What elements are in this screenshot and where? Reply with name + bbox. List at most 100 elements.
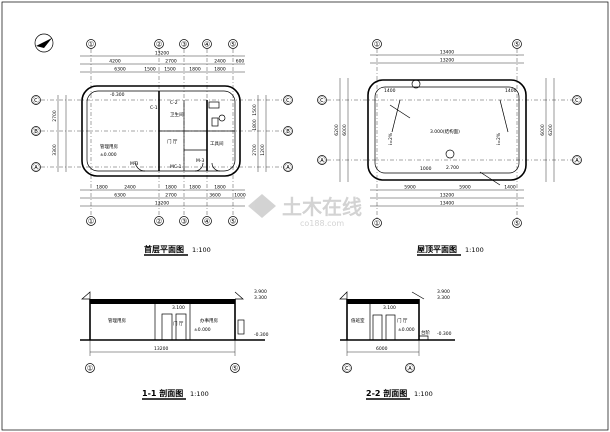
door-m3: M-3 [130, 161, 139, 167]
roof-dim-bottom-inner: 13200 [440, 193, 454, 199]
door-m3b: M-3 [196, 158, 205, 164]
scale-section-2: 1:100 [414, 390, 433, 398]
dim-top-seg-3: 600 [236, 59, 245, 65]
axis-4-bottom: ④ [204, 218, 210, 226]
roof-dim-left-v2: 6000 [342, 124, 348, 136]
sec1-elev-2: 3.300 [254, 295, 267, 301]
roof-mark-c: 1400 [505, 88, 517, 94]
roof-mark-a: 1400 [384, 88, 396, 94]
dim-bottom-seg-4: 1800 [214, 185, 226, 191]
roof-slope-right: i=2% [496, 132, 502, 145]
axis-5-bottom: ⑤ [230, 218, 236, 226]
win-mc1: MC-1 [170, 164, 182, 170]
dim-bottom-seg2-3: 1000 [234, 193, 246, 199]
sec1-axis-5: ⑤ [232, 365, 238, 373]
axis-2-bottom: ② [156, 218, 162, 226]
roof-axis-1-top: ① [374, 41, 380, 49]
title-roof-plan: 屋顶平面图 [417, 244, 457, 254]
sec1-room-left: 管理用房 [108, 317, 126, 324]
sec1-elev-top: 3.900 [254, 289, 267, 295]
dim-bottom-seg2-2: 3600 [209, 193, 221, 199]
roof-axis-5-bottom: ⑤ [514, 220, 520, 228]
dim-top-seg2-1: 1500 [144, 67, 156, 73]
roof-dim-right-v: 6000 [540, 124, 546, 136]
dim-top-seg-0: 4200 [109, 59, 121, 65]
sec2-axis-C: Ⓒ [344, 365, 351, 373]
roof-axis-C-left: Ⓒ [319, 97, 326, 105]
sec2-elev-top: 3.900 [437, 289, 450, 295]
section-1-1: ① ⑤ 3.900 3.300 3.100 ±0.000 -0.300 管理用房… [80, 289, 269, 400]
axis-C-right: Ⓒ [285, 97, 292, 105]
dim-top-seg2-0: 6300 [114, 67, 126, 73]
roof-dim-bottom-seg-0: 5900 [404, 185, 416, 191]
sec2-room-left: 值班室 [351, 317, 365, 324]
roof-dim-left-v: 6200 [334, 124, 340, 136]
scale-ground-plan: 1:100 [192, 246, 211, 254]
watermark-text-cn: 土木在线 [282, 195, 362, 219]
sec2-elev-2: 3.300 [437, 295, 450, 301]
elev-inside: ±0.000 [100, 152, 117, 158]
dim-top-seg-1: 2700 [165, 59, 177, 65]
section-2-2: Ⓒ Ⓐ 3.900 3.300 3.100 ±0.000 -0.300 值班室 … [339, 289, 455, 400]
sec2-room-step: 台阶 [421, 329, 430, 336]
roof-axis-5-top: ⑤ [514, 41, 520, 49]
dim-top-seg2-4: 1800 [214, 67, 226, 73]
dim-left-v-0: 2700 [52, 110, 58, 122]
sec2-elev-3: 3.100 [383, 305, 396, 311]
dim-bottom-total: 13200 [155, 201, 169, 207]
roof-dim-bottom-seg-1: 5900 [459, 185, 471, 191]
scale-section-1: 1:100 [190, 390, 209, 398]
dim-top-seg2-3: 1800 [189, 67, 201, 73]
roof-axis-A-left: Ⓐ [319, 157, 326, 165]
roof-dim-top-inner: 13200 [440, 58, 454, 64]
dim-axis-num: 1200 [260, 144, 266, 156]
axis-5-top: ⑤ [230, 41, 236, 49]
watermark-logo-icon [248, 194, 276, 218]
roof-mark-d: 2.700 [446, 165, 459, 171]
roof-mark-b: 1000 [420, 166, 432, 172]
axis-1-bottom: ① [88, 218, 94, 226]
dim-right-v-2: 2700 [252, 144, 258, 156]
sec2-elev-n: -0.300 [437, 331, 452, 337]
dim-bottom-seg-1: 2400 [124, 185, 136, 191]
dim-bottom-seg2-0: 6300 [114, 193, 126, 199]
sec1-room-mid: 门 厅 [173, 320, 184, 327]
room-wc: 卫生间 [170, 111, 184, 118]
sec2-total: 6000 [376, 346, 388, 352]
sec1-elev-n: -0.300 [254, 332, 269, 338]
roof-dim-bottom-seg-2: 1400 [504, 185, 516, 191]
ground-floor-plan: ① ② ③ ④ ⑤ ① ② ③ ④ ⑤ Ⓒ Ⓑ Ⓐ Ⓒ [31, 39, 293, 256]
axis-3-bottom: ③ [181, 218, 187, 226]
dim-bottom-seg2-1: 2700 [165, 193, 177, 199]
roof-mark-e: 3.000(结构面) [430, 128, 460, 135]
sec1-elev-0: ±0.000 [194, 327, 211, 333]
win-c1: C-1 [150, 105, 158, 111]
roof-dim-bottom-total: 13400 [440, 201, 454, 207]
dim-right-v-0: 1500 [252, 104, 258, 116]
sec2-axis-A: Ⓐ [407, 365, 414, 373]
room-duty: 管理用房 [100, 143, 118, 150]
axis-2-top: ② [156, 41, 162, 49]
axis-A-left: Ⓐ [33, 164, 40, 172]
dim-bottom-seg-0: 1800 [96, 185, 108, 191]
roof-outline [367, 79, 527, 181]
axis-B-left: Ⓑ [33, 128, 40, 136]
north-arrow-icon [34, 33, 54, 53]
axis-A-right: Ⓐ [285, 164, 292, 172]
axis-1-top: ① [88, 41, 94, 49]
roof-axis-C-right: Ⓒ [574, 97, 581, 105]
ground-outline [81, 85, 241, 177]
win-c2: C-2 [170, 100, 178, 106]
watermark-text-en: co188.com [300, 219, 344, 228]
axis-B-right: Ⓑ [285, 128, 292, 136]
roof-dim-right-v2: 6200 [548, 124, 554, 136]
title-section-1: 1-1 剖面图 [142, 388, 183, 398]
roof-axis-1-bottom: ① [374, 220, 380, 228]
dim-top-total: 13200 [155, 51, 169, 57]
sec2-room-right: 门 厅 [397, 317, 408, 324]
axis-4-top: ④ [204, 41, 210, 49]
roof-plan: ① ⑤ ① ⑤ Ⓒ Ⓐ Ⓒ Ⓐ 13400 [317, 39, 582, 256]
elev-outside-top: -0.300 [110, 92, 125, 98]
roof-axis-A-right: Ⓐ [574, 157, 581, 165]
